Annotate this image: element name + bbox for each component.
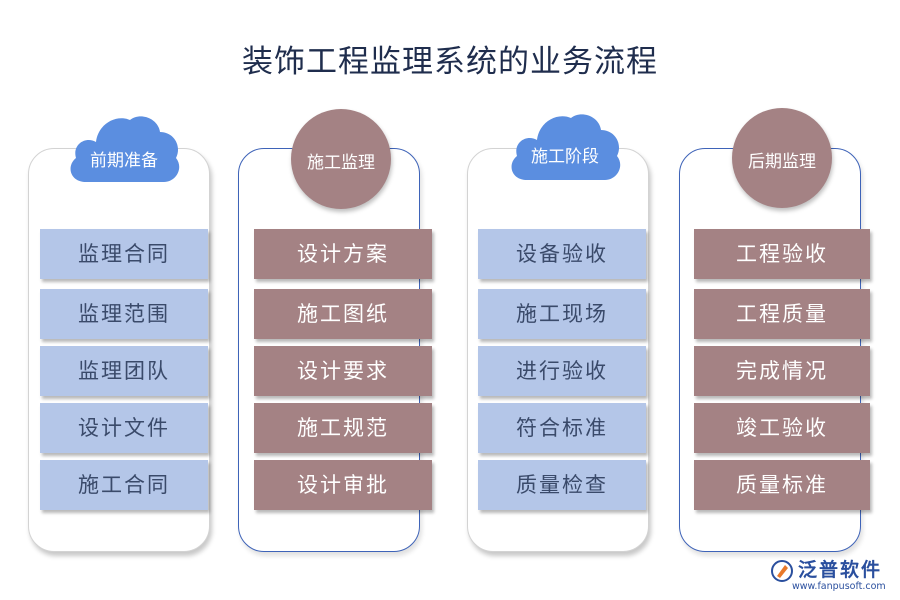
column-4-item: 完成情况: [694, 346, 870, 396]
column-1-item: 施工合同: [40, 460, 208, 510]
cloud-icon: [70, 116, 180, 182]
column-2-header-circle: 施工监理: [291, 109, 391, 209]
column-2-header: 施工监理: [307, 153, 375, 173]
column-2-item: 设计方案: [254, 229, 432, 279]
column-3-item: 施工现场: [478, 289, 646, 339]
column-1-item: 监理范围: [40, 289, 208, 339]
cloud-icon: [511, 114, 621, 180]
column-2-item: 施工规范: [254, 403, 432, 453]
column-2-item: 设计审批: [254, 460, 432, 510]
column-3-item: 设备验收: [478, 229, 646, 279]
column-2-item: 施工图纸: [254, 289, 432, 339]
column-1-header-cloud: 前期准备: [64, 110, 184, 188]
brand-name: 泛普软件: [798, 559, 883, 581]
pen-logo-icon: [771, 560, 793, 582]
column-4-item: 竣工验收: [694, 403, 870, 453]
column-4-item: 工程验收: [694, 229, 870, 279]
column-3-item: 进行验收: [478, 346, 646, 396]
column-1-item: 监理团队: [40, 346, 208, 396]
column-3-header-cloud: 施工阶段: [505, 108, 625, 186]
column-3-header: 施工阶段: [531, 147, 599, 167]
column-1-item: 设计文件: [40, 403, 208, 453]
diagram-title: 装饰工程监理系统的业务流程: [242, 44, 658, 80]
column-1-item: 监理合同: [40, 229, 208, 279]
column-2-item: 设计要求: [254, 346, 432, 396]
column-4-header: 后期监理: [748, 152, 816, 172]
column-3-item: 质量检查: [478, 460, 646, 510]
brand-url: www.fanpusoft.com: [792, 581, 886, 592]
column-4-item: 质量标准: [694, 460, 870, 510]
column-4-header-circle: 后期监理: [732, 108, 832, 208]
brand-logo: 泛普软件 www.fanpusoft.com: [768, 555, 894, 597]
column-4-item: 工程质量: [694, 289, 870, 339]
column-3-item: 符合标准: [478, 403, 646, 453]
column-1-header: 前期准备: [90, 151, 158, 171]
